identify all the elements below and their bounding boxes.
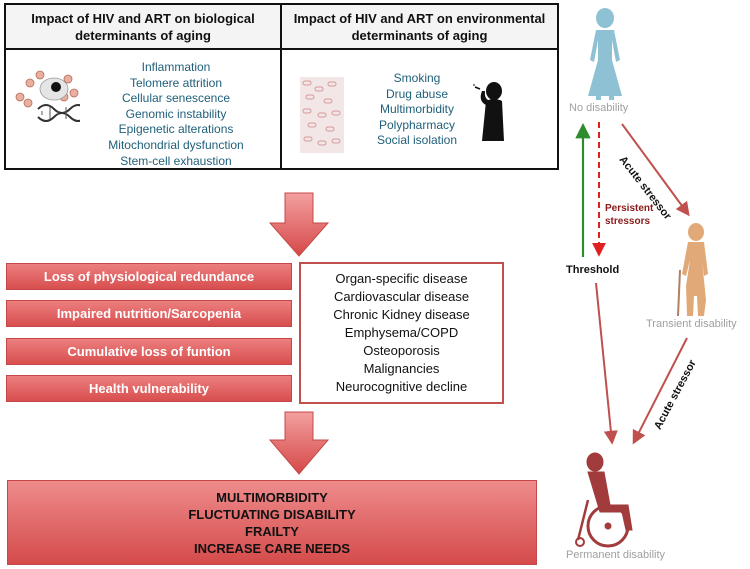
person-permanent-disability-icon xyxy=(575,452,633,548)
determinant-pill: Cumulative loss of funtion xyxy=(6,338,292,365)
list-item: Emphysema/COPD xyxy=(344,325,459,340)
outcome-item: INCREASE CARE NEEDS xyxy=(193,540,351,556)
list-item: Smoking xyxy=(393,71,441,85)
threshold-to-permanent-arrow xyxy=(595,282,618,445)
list-item: Inflammation xyxy=(141,60,211,74)
list-item: Cellular senescence xyxy=(121,91,231,106)
list-item: Social isolation xyxy=(376,133,458,148)
down-arrow-2 xyxy=(268,411,330,475)
list-item: Stem-cell exhaustion xyxy=(120,153,232,168)
list-item: Epigenetic alterations xyxy=(118,122,234,137)
outcome-item: MULTIMORBIDITY xyxy=(216,489,328,505)
list-item: Polypharmacy xyxy=(378,117,456,132)
biological-header: Impact of HIV and ART on biological dete… xyxy=(6,5,280,50)
outcome-item: FLUCTUATING DISABILITY xyxy=(188,506,356,522)
acute-stressor-arrow-1 xyxy=(621,123,690,217)
determinant-pill: Health vulnerability xyxy=(6,375,292,402)
person-no-disability-icon xyxy=(588,8,622,100)
list-item: Multimorbidity xyxy=(379,102,454,117)
disease-list-box: Organ-specific disease Cardiovascular di… xyxy=(299,262,504,404)
list-item: Malignancies xyxy=(363,361,440,376)
permanent-disability-label: Permanent disability xyxy=(566,549,666,561)
determinants-table: Impact of HIV and ART on biological dete… xyxy=(4,3,559,170)
list-item: Organ-specific disease xyxy=(335,271,468,286)
person-transient-disability-icon xyxy=(677,223,708,317)
list-item: Genomic instability xyxy=(125,106,227,121)
transient-disability-label: Transient disability xyxy=(646,318,737,330)
environmental-header: Impact of HIV and ART on environmental d… xyxy=(282,5,557,50)
biological-list: Inflammation Telomere attrition Cellular… xyxy=(66,60,286,169)
outcome-item: FRAILTY xyxy=(245,523,299,539)
list-item: Drug abuse xyxy=(385,86,449,101)
list-item: Telomere attrition xyxy=(129,75,223,90)
threshold-label: Threshold xyxy=(566,264,620,276)
outcome-box: MULTIMORBIDITY FLUCTUATING DISABILITY FR… xyxy=(7,480,537,565)
cell-dna-icon xyxy=(15,70,80,122)
list-item: Cardiovascular disease xyxy=(333,289,470,304)
environmental-list: Smoking Drug abuse Multimorbidity Polyph… xyxy=(362,71,472,149)
biological-column: Impact of HIV and ART on biological dete… xyxy=(6,5,282,168)
no-disability-label: No disability xyxy=(569,102,629,114)
determinant-pill: Loss of physiological redundance xyxy=(6,263,292,290)
persistent-stressors-label: Persistent stressors xyxy=(605,203,654,227)
pill-pattern-icon xyxy=(300,77,344,153)
acute-stressor-arrow-2 xyxy=(632,337,688,445)
list-item: Mitochondrial dysfunction xyxy=(108,137,244,152)
list-item: Neurocognitive decline xyxy=(335,379,468,394)
list-item: Chronic Kidney disease xyxy=(333,307,470,322)
smoker-silhouette-icon xyxy=(472,82,504,141)
environmental-column: Impact of HIV and ART on environmental d… xyxy=(282,5,557,168)
determinant-pill: Impaired nutrition/Sarcopenia xyxy=(6,300,292,327)
list-item: Osteoporosis xyxy=(363,343,440,358)
down-arrow-1 xyxy=(268,192,330,257)
